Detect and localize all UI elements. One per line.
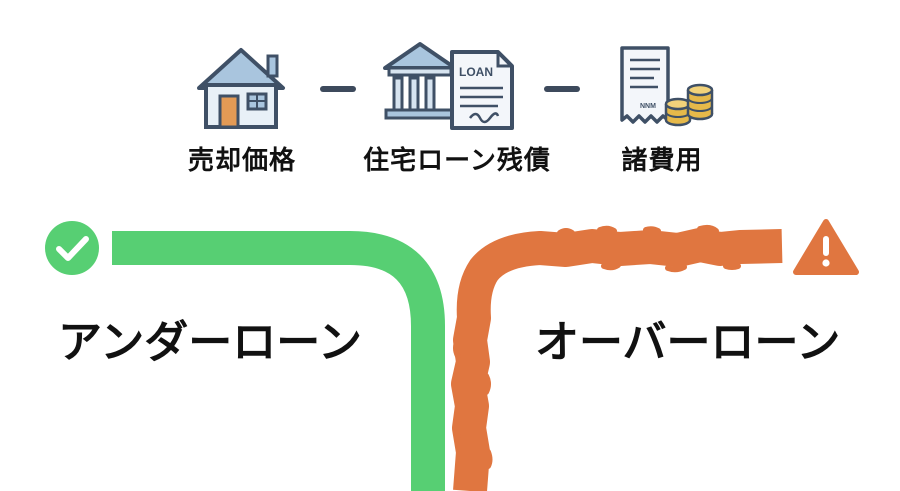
loan-document-icon: LOAN (450, 50, 514, 130)
loan-document-text: LOAN (459, 65, 493, 79)
coins-icon (664, 83, 714, 127)
bank-loan-document-icon: LOAN (383, 42, 514, 130)
under-loan-path (112, 231, 445, 491)
receipt-text: NNM (640, 103, 656, 110)
warning-triangle-icon (793, 219, 859, 275)
sale-price-label: 売却価格 (187, 146, 296, 176)
expenses-label: 諸費用 (621, 146, 703, 176)
house-icon (197, 48, 285, 129)
remaining-loan-balance-label: 住宅ローン残債 (363, 146, 551, 176)
over-loan-label: オーバーローン (535, 317, 841, 368)
receipt-coins-icon: NNM (620, 46, 714, 127)
under-loan-label: アンダーローン (58, 317, 363, 368)
minus-icon (320, 86, 356, 92)
check-circle-icon (45, 221, 99, 275)
over-loan-path (451, 224, 783, 491)
bank-icon (383, 42, 457, 120)
minus-icon (544, 86, 580, 92)
receipt-icon: NNM (620, 46, 670, 124)
